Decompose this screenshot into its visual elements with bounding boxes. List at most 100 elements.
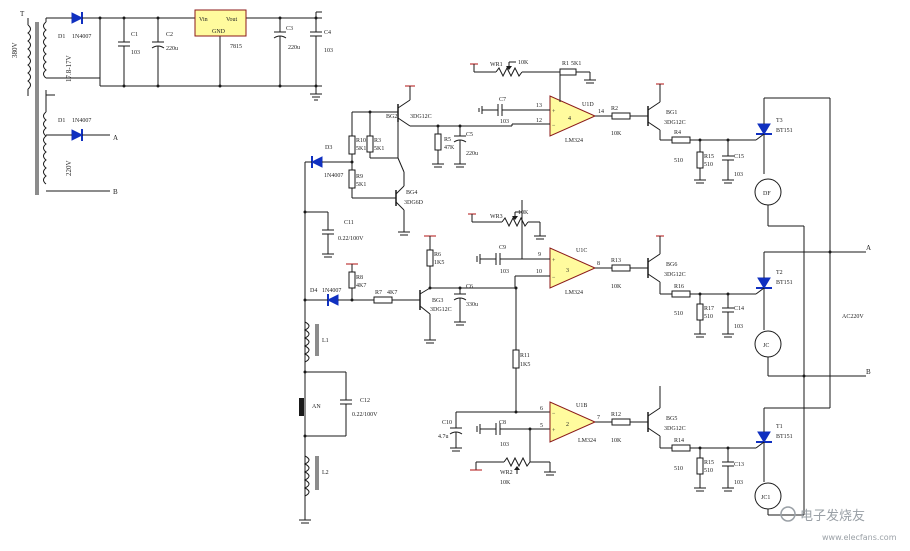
c1-val: 103 bbox=[131, 50, 140, 56]
c11-val: 0.22/100V bbox=[338, 236, 364, 242]
wr2-ref: WR2 bbox=[500, 470, 513, 476]
watermark-sub: www.elecfans.com bbox=[822, 533, 897, 542]
r5-val: 47K bbox=[444, 145, 455, 151]
capacitor-c13: C13 103 bbox=[722, 446, 744, 492]
u1c-part: LM324 bbox=[565, 290, 583, 296]
svg-text:+: + bbox=[552, 258, 556, 264]
c9-val: 103 bbox=[500, 269, 509, 275]
r17-ref: R17 bbox=[704, 306, 714, 312]
resistor-r11: R11 1K5 bbox=[512, 276, 530, 412]
d1-bottom-ref: D1 bbox=[58, 118, 65, 124]
r15-top-ref: R15 bbox=[704, 154, 714, 160]
transistor-bg2: BG2 3DG12C bbox=[386, 85, 438, 158]
psu-wiring bbox=[45, 11, 322, 192]
r17-val: 510 bbox=[704, 314, 713, 320]
c13-val: 103 bbox=[734, 480, 743, 486]
reg-gnd: GND bbox=[212, 29, 226, 35]
c7-ref: C7 bbox=[499, 97, 506, 103]
bg5-part: 3DG12C bbox=[664, 426, 686, 432]
bg2-part: 3DG12C bbox=[410, 114, 432, 120]
inductor-l2: L2 bbox=[299, 455, 329, 524]
reg-vin: Vin bbox=[199, 17, 208, 23]
t2-ref: T2 bbox=[776, 270, 783, 276]
resistor-r15-bottom: R15 510 bbox=[694, 446, 714, 492]
r12-ref: R12 bbox=[611, 412, 621, 418]
u1b-part: LM324 bbox=[578, 438, 596, 444]
wr1-val: 10K bbox=[518, 60, 529, 66]
capacitor-c15: C15 103 bbox=[722, 138, 744, 184]
resistor-r2: R2 10K bbox=[611, 106, 648, 137]
opamp-u1d: + − 13 12 14 4 U1D LM324 bbox=[535, 72, 612, 144]
diode-d1-top: D1 1N4007 bbox=[58, 12, 100, 40]
r15-bottom-ref: R15 bbox=[704, 460, 714, 466]
capacitor-c5: C5 220u bbox=[453, 123, 535, 168]
u1c-unit: 3 bbox=[566, 268, 569, 274]
r16-ref: R16 bbox=[674, 284, 684, 290]
u1b-pin-neg: 6 bbox=[540, 406, 543, 412]
opamp-u1b: − + 6 5 7 2 U1B LM324 bbox=[540, 401, 612, 444]
bg4-part: 3DG6D bbox=[404, 200, 424, 206]
watermark-main: 电子发烧友 bbox=[800, 508, 865, 524]
jc-label: JC bbox=[763, 343, 769, 349]
left-logic: R10 5K1 R9 5K1 R3 5K1 bbox=[305, 110, 398, 199]
diode-d1-bottom: D1 1N4007 A B bbox=[58, 118, 118, 196]
c12-val: 0.22/100V bbox=[352, 412, 378, 418]
diode-d4: D4 1N4007 bbox=[303, 288, 374, 306]
transformer-ref: T bbox=[20, 10, 25, 18]
r1-val: 5K1 bbox=[571, 61, 581, 67]
thyristor-t1: T1 BT151 bbox=[755, 408, 793, 482]
transformer: T 380V 17.8-17V 220V bbox=[11, 10, 73, 195]
line-b-label-psu: B bbox=[113, 188, 118, 196]
line-a-label-ac: A bbox=[866, 244, 871, 252]
bg6-part: 3DG12C bbox=[664, 272, 686, 278]
regulator-7815: Vin Vout GND 7815 bbox=[194, 9, 247, 50]
load-df: DF bbox=[754, 178, 782, 206]
wr1-ref: WR1 bbox=[490, 62, 503, 68]
c11-ref: C11 bbox=[344, 220, 354, 226]
c6-ref: C6 bbox=[466, 284, 473, 290]
df-label: DF bbox=[763, 191, 771, 197]
resistor-r16: R16 510 bbox=[660, 284, 756, 317]
transformer-sec1-label: 17.8-17V bbox=[65, 55, 73, 82]
r2-val: 10K bbox=[611, 131, 622, 137]
jc1-label: JC1 bbox=[761, 495, 770, 501]
r1-ref: R1 bbox=[562, 61, 569, 67]
c7-val: 103 bbox=[500, 119, 509, 125]
u1d-pin-pos: 13 bbox=[536, 103, 542, 109]
bg3-ref: BG3 bbox=[432, 298, 443, 304]
l1-label: L1 bbox=[322, 338, 329, 344]
capacitor-c11: C11 0.22/100V bbox=[303, 162, 364, 520]
svg-text:+: + bbox=[552, 109, 556, 115]
wr1-pot: WR1 10K bbox=[470, 60, 560, 78]
r15-top-val: 510 bbox=[704, 162, 713, 168]
ac-label: AC220V bbox=[842, 314, 864, 320]
thyristor-t2: T2 BT151 bbox=[755, 252, 793, 330]
u1d-unit: 4 bbox=[568, 116, 571, 122]
r10-ref: R10 bbox=[356, 138, 366, 144]
transistor-bg6: BG6 3DG12C bbox=[647, 235, 686, 294]
capacitor-c2: C2 220u bbox=[151, 18, 178, 86]
r16-val: 510 bbox=[674, 311, 683, 317]
r14-val: 510 bbox=[674, 466, 683, 472]
r6-ref: R6 bbox=[434, 252, 441, 258]
c10-ref: C10 bbox=[442, 420, 452, 426]
t1-part: BT151 bbox=[776, 434, 793, 440]
u1d-pin-out: 14 bbox=[598, 109, 604, 115]
c14-val: 103 bbox=[734, 324, 743, 330]
r4-ref: R4 bbox=[674, 130, 681, 136]
bg6-ref: BG6 bbox=[666, 262, 677, 268]
svg-text:−: − bbox=[552, 275, 556, 281]
resistor-r15-top: R15 510 bbox=[694, 138, 714, 184]
bg5-ref: BG5 bbox=[666, 416, 677, 422]
resistor-r8: R8 4K7 bbox=[346, 263, 366, 300]
bg2-ref: BG2 bbox=[386, 114, 397, 120]
line-b-label-ac: B bbox=[866, 368, 871, 376]
r3-val: 5K1 bbox=[374, 146, 384, 152]
transformer-primary-label: 380V bbox=[11, 42, 19, 58]
r2-ref: R2 bbox=[611, 106, 618, 112]
d1-bottom-part: 1N4007 bbox=[72, 118, 91, 124]
thyristor-t3: T3 BT151 bbox=[755, 98, 793, 174]
resistor-r5: R5 47K bbox=[432, 124, 512, 168]
c3-ref: C3 bbox=[286, 26, 293, 32]
